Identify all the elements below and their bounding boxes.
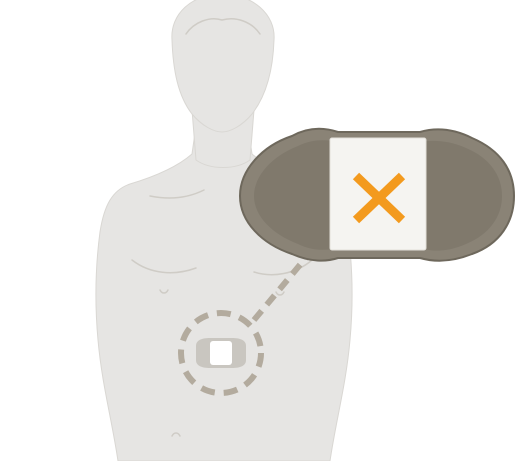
sensor-callout	[240, 129, 514, 261]
sensor-patch-icon	[196, 338, 246, 368]
